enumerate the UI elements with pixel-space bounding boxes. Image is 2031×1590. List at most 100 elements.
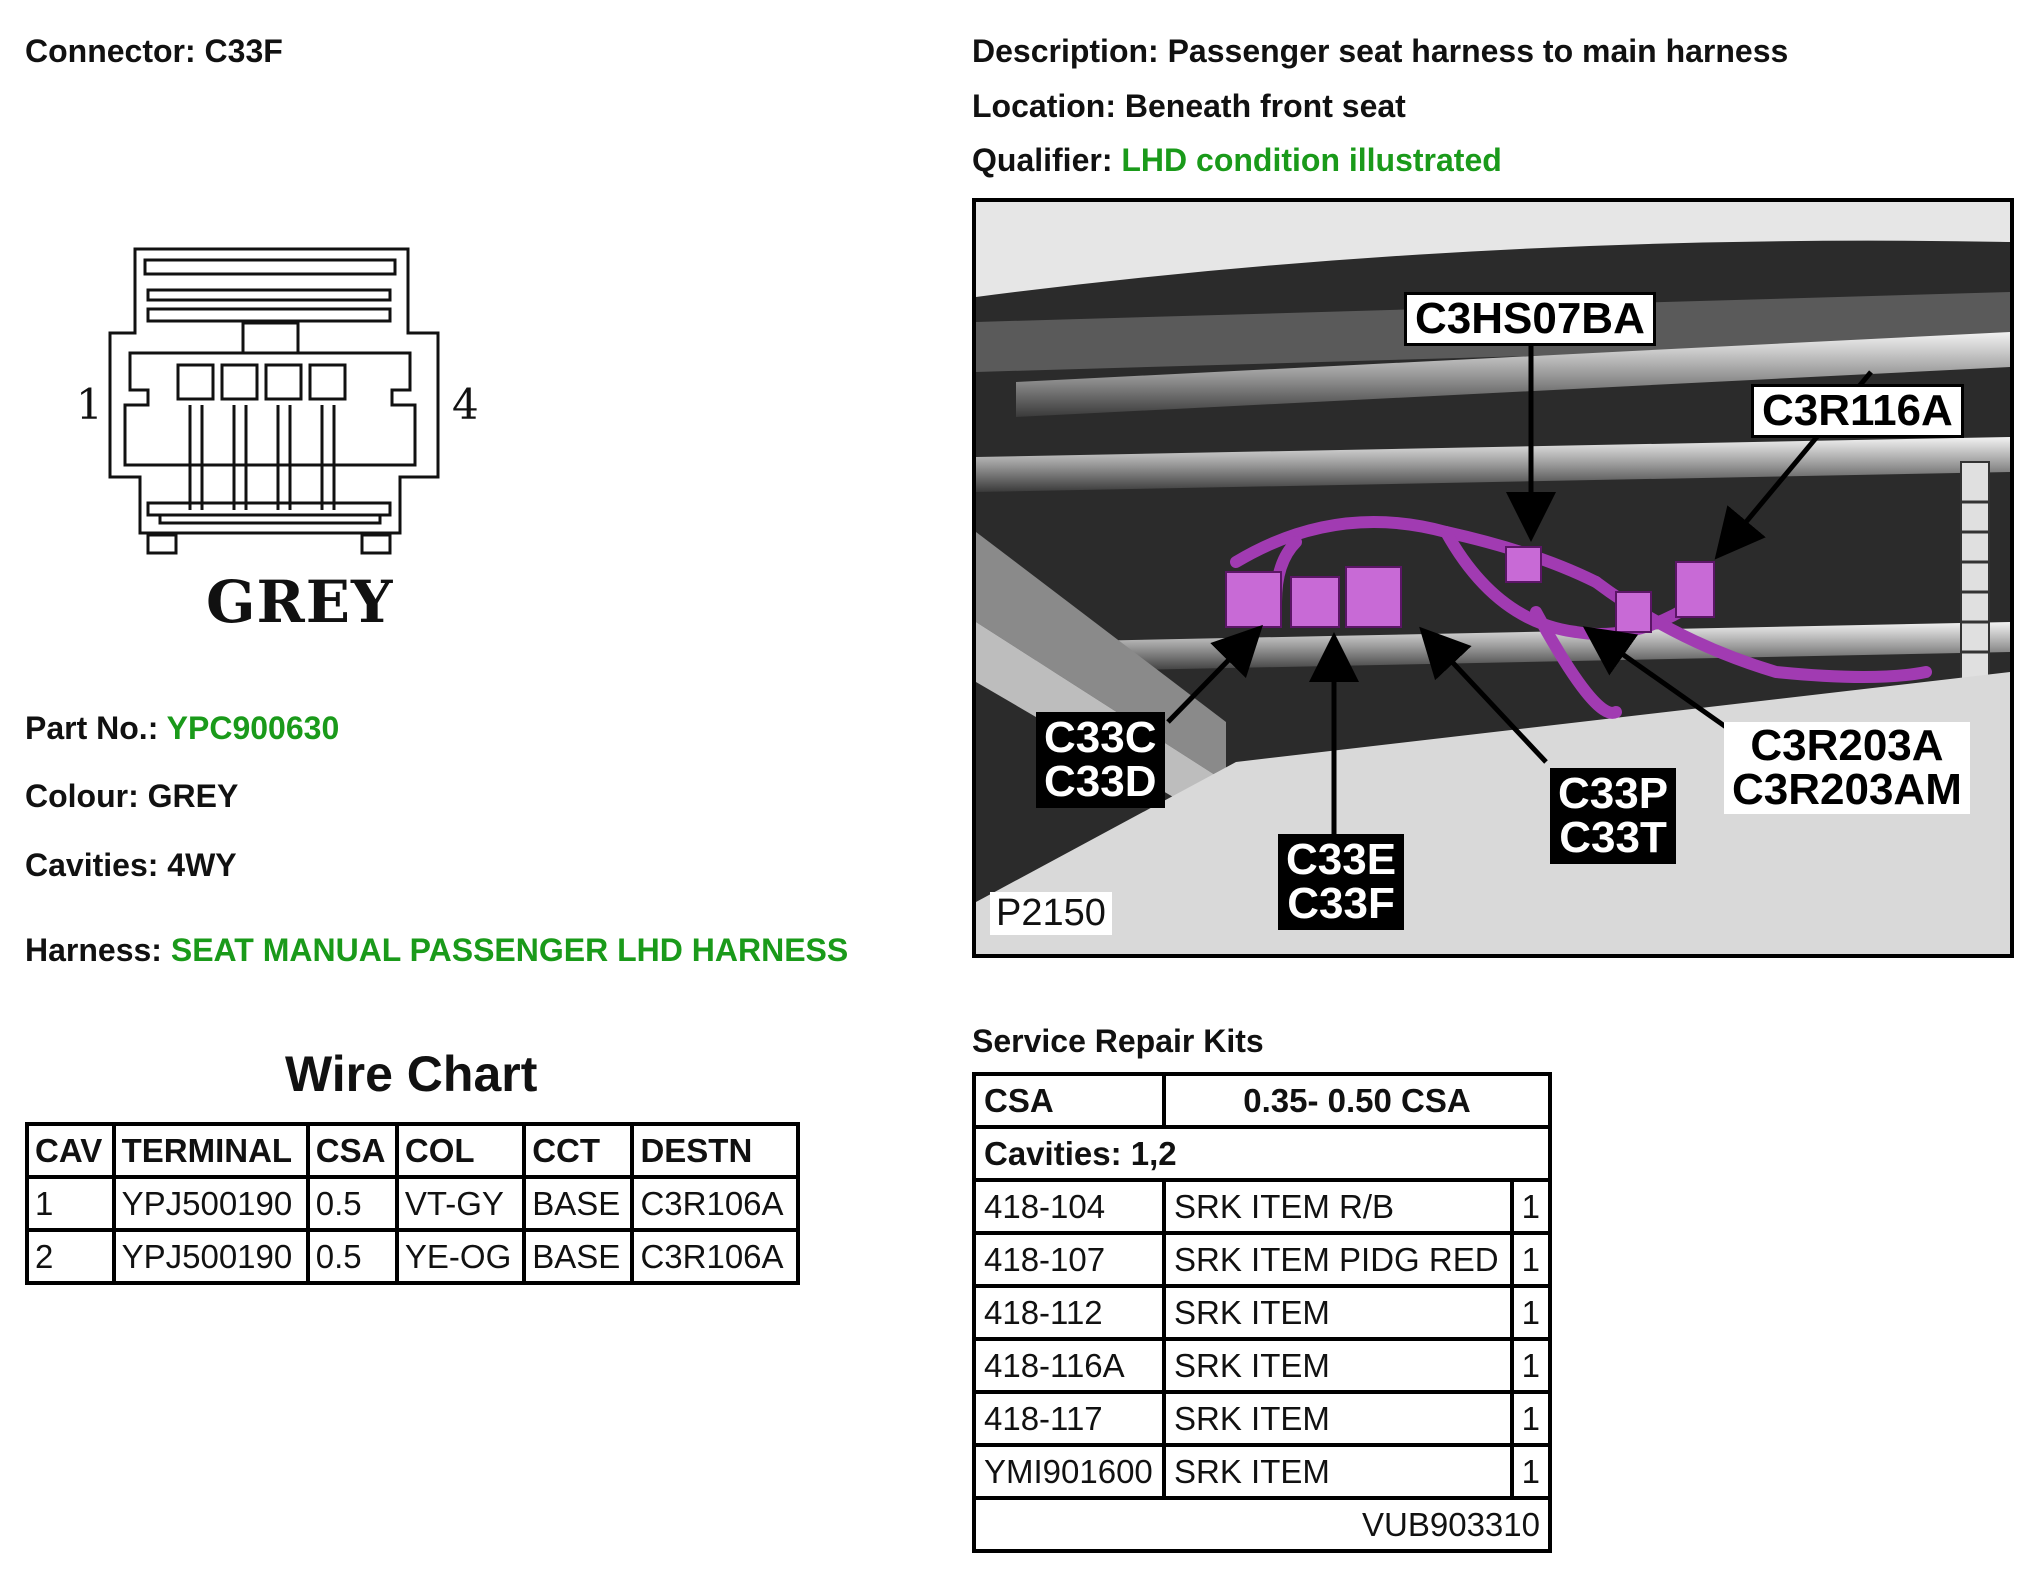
callout-c3r203a: C3R203A — [1750, 721, 1944, 770]
srk-part: 418-112 — [972, 1284, 1166, 1341]
srk-desc: SRK ITEM — [1162, 1390, 1514, 1447]
harness-line: Harness: SEAT MANUAL PASSENGER LHD HARNE… — [25, 932, 848, 969]
colour-line: Colour: GREY — [25, 778, 238, 815]
callout-c3r203am: C3R203AM — [1732, 765, 1962, 814]
callout-c33e-c33f: C33E C33F — [1278, 834, 1405, 930]
description-value: Passenger seat harness to main harness — [1167, 33, 1789, 69]
srk-csa-row: CSA 0.35- 0.50 CSA — [972, 1072, 1552, 1129]
location-line: Location: Beneath front seat — [972, 88, 1406, 125]
callout-c33d: C33D — [1044, 757, 1157, 806]
location-illustration: C3HS07BA C3R116A C33C C33D C33E C33F C33… — [972, 198, 2014, 958]
cell-col: VT-GY — [394, 1175, 527, 1232]
col-header-csa: CSA — [305, 1122, 399, 1179]
col-header-cct: CCT — [522, 1122, 635, 1179]
connector-outline-icon — [108, 247, 440, 555]
part-number-line: Part No.: YPC900630 — [25, 710, 339, 747]
srk-cavities: Cavities: 1,2 — [972, 1125, 1552, 1182]
cell-terminal: YPJ500190 — [111, 1228, 310, 1285]
callout-c33t: C33T — [1559, 813, 1667, 862]
callout-c33f: C33F — [1287, 879, 1395, 928]
harness-label: Harness: — [25, 932, 162, 968]
cavities-line: Cavities: 4WY — [25, 847, 237, 884]
table-row: YMI901600 SRK ITEM 1 — [972, 1443, 1553, 1500]
table-row: 1 YPJ500190 0.5 VT-GY BASE C3R106A — [25, 1175, 800, 1232]
table-row: 418-117 SRK ITEM 1 — [972, 1390, 1553, 1447]
service-repair-kits-table: CSA 0.35- 0.50 CSA Cavities: 1,2 418-104… — [972, 1072, 1553, 1553]
col-header-terminal: TERMINAL — [111, 1122, 310, 1179]
cell-csa: 0.5 — [305, 1175, 399, 1232]
srk-desc: SRK ITEM — [1162, 1337, 1514, 1394]
qualifier-line: Qualifier: LHD condition illustrated — [972, 142, 1502, 179]
qualifier-value: LHD condition illustrated — [1121, 142, 1502, 178]
srk-qty: 1 — [1509, 1178, 1553, 1235]
callout-c3r203a-c3r203am: C3R203A C3R203AM — [1724, 722, 1970, 814]
table-row: 418-104 SRK ITEM R/B 1 — [972, 1178, 1553, 1235]
srk-qty: 1 — [1509, 1443, 1553, 1500]
location-value: Beneath front seat — [1124, 88, 1406, 124]
location-label: Location: — [972, 88, 1116, 124]
table-row: 418-107 SRK ITEM PIDG RED 1 — [972, 1231, 1553, 1288]
callout-c33c: C33C — [1044, 713, 1157, 762]
cell-cct: BASE — [522, 1228, 635, 1285]
callout-c33p: C33P — [1558, 769, 1669, 818]
srk-qty: 1 — [1509, 1284, 1553, 1341]
srk-cavities-row: Cavities: 1,2 — [972, 1125, 1552, 1182]
cell-destn: C3R106A — [630, 1228, 800, 1285]
cell-col: YE-OG — [394, 1228, 527, 1285]
connector-line: Connector: C33F — [25, 33, 283, 70]
srk-desc: SRK ITEM — [1162, 1443, 1514, 1500]
cavities-value: 4WY — [167, 847, 237, 883]
colour-label: Colour: — [25, 778, 139, 814]
connector-colour-caption: GREY — [206, 568, 394, 636]
callout-c3hs07ba: C3HS07BA — [1404, 292, 1656, 346]
cell-terminal: YPJ500190 — [111, 1175, 310, 1232]
wire-chart-table: CAV TERMINAL CSA COL CCT DESTN 1 YPJ5001… — [25, 1122, 800, 1285]
srk-desc: SRK ITEM R/B — [1162, 1178, 1514, 1235]
connector-value: C33F — [204, 33, 283, 69]
col-header-destn: DESTN — [630, 1122, 800, 1179]
srk-footer-row: VUB903310 — [972, 1496, 1552, 1553]
table-row: 418-112 SRK ITEM 1 — [972, 1284, 1553, 1341]
description-label: Description: — [972, 33, 1159, 69]
callout-c33e: C33E — [1286, 835, 1397, 884]
srk-desc: SRK ITEM PIDG RED — [1162, 1231, 1514, 1288]
cell-destn: C3R106A — [630, 1175, 800, 1232]
cell-csa: 0.5 — [305, 1228, 399, 1285]
callout-c33p-c33t: C33P C33T — [1550, 768, 1677, 864]
description-line: Description: Passenger seat harness to m… — [972, 33, 1788, 70]
connector-face-diagram — [100, 245, 480, 560]
figure-id: P2150 — [990, 892, 1112, 935]
srk-part: 418-107 — [972, 1231, 1166, 1288]
cell-cav: 2 — [25, 1228, 116, 1285]
srk-part: YMI901600 — [972, 1443, 1166, 1500]
service-repair-kits-title: Service Repair Kits — [972, 1023, 1264, 1059]
qualifier-label: Qualifier: — [972, 142, 1113, 178]
callout-c33c-c33d: C33C C33D — [1036, 712, 1165, 808]
pin-number-left: 1 — [76, 380, 103, 429]
col-header-col: COL — [394, 1122, 527, 1179]
connector-label: Connector: — [25, 33, 196, 69]
srk-qty: 1 — [1509, 1337, 1553, 1394]
srk-part: 418-104 — [972, 1178, 1166, 1235]
part-value: YPC900630 — [166, 710, 340, 746]
srk-part: 418-116A — [972, 1337, 1166, 1394]
srk-part: 418-117 — [972, 1390, 1166, 1447]
table-row: 418-116A SRK ITEM 1 — [972, 1337, 1553, 1394]
srk-csa-label: CSA — [972, 1072, 1166, 1129]
table-row: 2 YPJ500190 0.5 YE-OG BASE C3R106A — [25, 1228, 800, 1285]
wire-chart-header-row: CAV TERMINAL CSA COL CCT DESTN — [25, 1122, 800, 1179]
cell-cav: 1 — [25, 1175, 116, 1232]
cell-cct: BASE — [522, 1175, 635, 1232]
part-label: Part No.: — [25, 710, 159, 746]
col-header-cav: CAV — [25, 1122, 116, 1179]
srk-desc: SRK ITEM — [1162, 1284, 1514, 1341]
colour-value: GREY — [147, 778, 239, 814]
cavities-label: Cavities: — [25, 847, 159, 883]
pin-number-right: 4 — [452, 380, 479, 429]
srk-csa-value: 0.35- 0.50 CSA — [1162, 1072, 1552, 1129]
srk-qty: 1 — [1509, 1390, 1553, 1447]
harness-value: SEAT MANUAL PASSENGER LHD HARNESS — [170, 932, 849, 968]
callout-c3r116a: C3R116A — [1751, 384, 1964, 438]
wire-chart-title: Wire Chart — [285, 1046, 538, 1102]
srk-footer: VUB903310 — [972, 1496, 1552, 1553]
